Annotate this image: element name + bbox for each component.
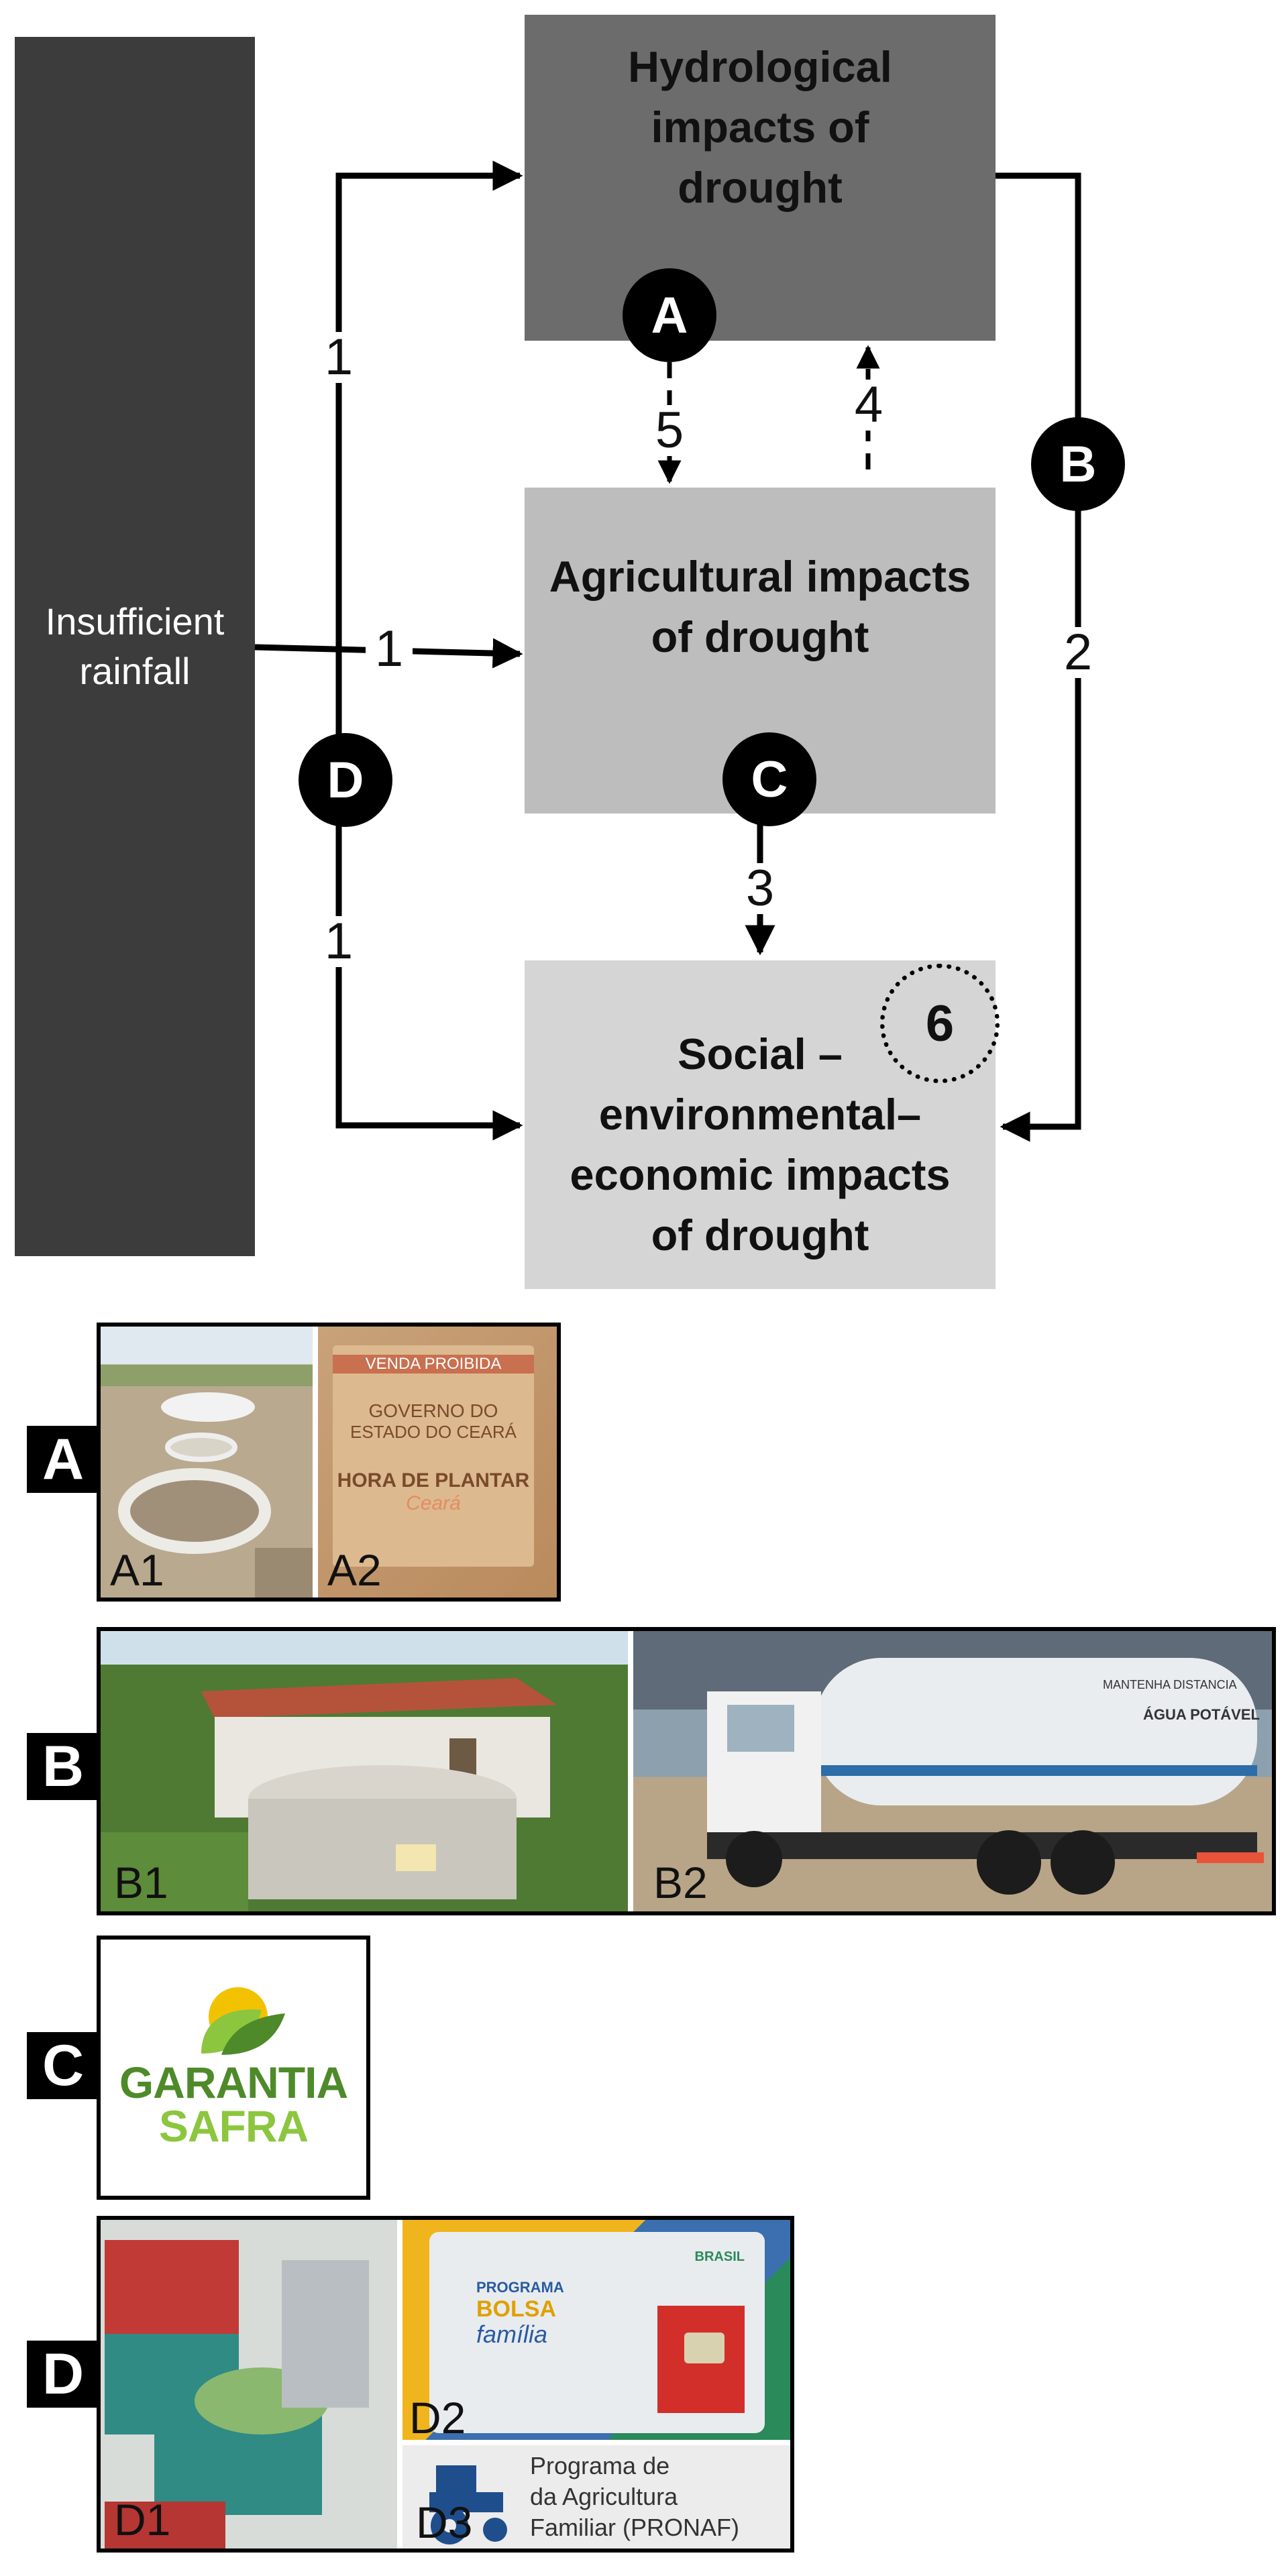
panel-b-photo-2: MANTENHA DISTANCIA ÁGUA POTÁVEL B2 [633, 1631, 1272, 1911]
panel-a-photo-2: VENDA PROIBIDA GOVERNO DO ESTADO DO CEAR… [318, 1327, 557, 1598]
social-impacts-label: Social – environmental– economic impacts… [570, 1029, 951, 1259]
panel-a-photo-2-label: A2 [327, 1545, 382, 1595]
card-program: PROGRAMA [476, 2279, 564, 2296]
panel-a-divider [313, 1327, 318, 1598]
panel-d-photo-1-label: D1 [114, 2495, 171, 2544]
panel-b-tag: B [27, 1733, 99, 1800]
produce-crates-illustration [105, 2240, 369, 2549]
panel-d-photo-1: D1 [101, 2220, 397, 2549]
node-b: B [1031, 417, 1125, 511]
panel-d-frame: D1 PROGRAMA BOLSA família BRASIL D2 Prog… [97, 2216, 794, 2553]
panel-b-photo-2-label: B2 [653, 1858, 708, 1907]
label-1-top: 1 [315, 332, 362, 383]
panel-b-photo-1-label: B1 [114, 1858, 168, 1907]
arrow-rain-to-social [335, 811, 523, 1141]
panel-c-frame: GARANTIA SAFRA [97, 1936, 370, 2200]
truck-text-1: MANTENHA DISTANCIA [1103, 1678, 1237, 1691]
panel-d-photo-2: PROGRAMA BOLSA família BRASIL D2 [402, 2220, 790, 2440]
seed-bag: VENDA PROIBIDA GOVERNO DO ESTADO DO CEAR… [333, 1345, 534, 1567]
pronaf-line-2: da Agricultura [530, 2483, 678, 2510]
panel-d-divider [397, 2220, 402, 2549]
panel-a-tag: A [27, 1426, 99, 1493]
panel-d-tag: D [27, 2341, 99, 2408]
card-chip [684, 2333, 724, 2363]
node-c: C [722, 732, 816, 826]
label-4: 4 [845, 380, 892, 431]
panel-a-frame: A1 VENDA PROIBIDA GOVERNO DO ESTADO DO C… [97, 1323, 561, 1602]
truck-text-2: ÁGUA POTÁVEL [1143, 1706, 1260, 1723]
pronaf-line-3: Familiar (PRONAF) [530, 2514, 739, 2541]
label-5: 5 [646, 405, 693, 456]
card-bolsa: BOLSA [476, 2296, 556, 2322]
tractor-icon [429, 2465, 507, 2544]
label-1-bottom: 1 [315, 916, 362, 967]
seed-bag-line-1: GOVERNO DO [368, 1400, 498, 1421]
label-6-dotted-circle: 6 [880, 964, 1000, 1083]
panel-c-tag: C [27, 2032, 99, 2099]
label-1-middle: 1 [366, 624, 413, 675]
seed-bag-warning: VENDA PROIBIDA [365, 1355, 502, 1373]
seed-bag-band: VENDA PROIBIDA [333, 1355, 534, 1374]
seed-bag-line-3: HORA DE PLANTAR [337, 1469, 530, 1492]
seed-bag-line-2: ESTADO DO CEARÁ [350, 1422, 517, 1442]
garantia-safra-logo-icon [201, 1987, 285, 2055]
node-a: A [623, 268, 716, 362]
panel-b-divider [628, 1631, 633, 1911]
cistern-illustration [118, 1392, 313, 1598]
label-2: 2 [1055, 627, 1102, 678]
bolsa-familia-card: PROGRAMA BOLSA família BRASIL [429, 2232, 765, 2433]
insufficient-rainfall-block [15, 37, 255, 1256]
card-familia: família [476, 2320, 548, 2348]
node-d: D [299, 733, 392, 827]
hydrological-impacts-label: Hydrological impacts of drought [628, 42, 892, 212]
insufficient-rainfall-label: Insufficient rainfall [45, 600, 225, 692]
panel-a-photo-1-label: A1 [110, 1545, 164, 1595]
garantia-safra-logo-text-1: GARANTIA [119, 2058, 348, 2107]
water-truck-illustration [707, 1658, 1264, 1895]
seed-bag-line-4: Ceará [406, 1492, 461, 1514]
panel-b-photo-1: B1 [101, 1631, 628, 1911]
panel-a-photo-1: A1 [101, 1327, 313, 1598]
panel-d-divider-2 [402, 2440, 790, 2445]
label-3: 3 [737, 863, 784, 914]
card-brasil: BRASIL [694, 2249, 745, 2264]
panel-d-photo-2-label: D2 [409, 2393, 466, 2440]
panel-d-photo-3: Programa de da Agricultura Familiar (PRO… [402, 2445, 790, 2549]
pronaf-line-1: Programa de [530, 2452, 670, 2479]
garantia-safra-logo-text-2: SAFRA [158, 2101, 309, 2151]
panel-d-photo-3-label: D3 [416, 2498, 473, 2547]
agricultural-impacts-label: Agricultural impacts of drought [549, 552, 971, 661]
hydrological-impacts-box: Hydrological impacts of drought [525, 15, 996, 341]
panel-b-frame: B1 MANTENHA DISTANCIA ÁGUA POTÁVEL B2 [97, 1627, 1276, 1915]
house-cistern-illustration [101, 1678, 557, 1911]
